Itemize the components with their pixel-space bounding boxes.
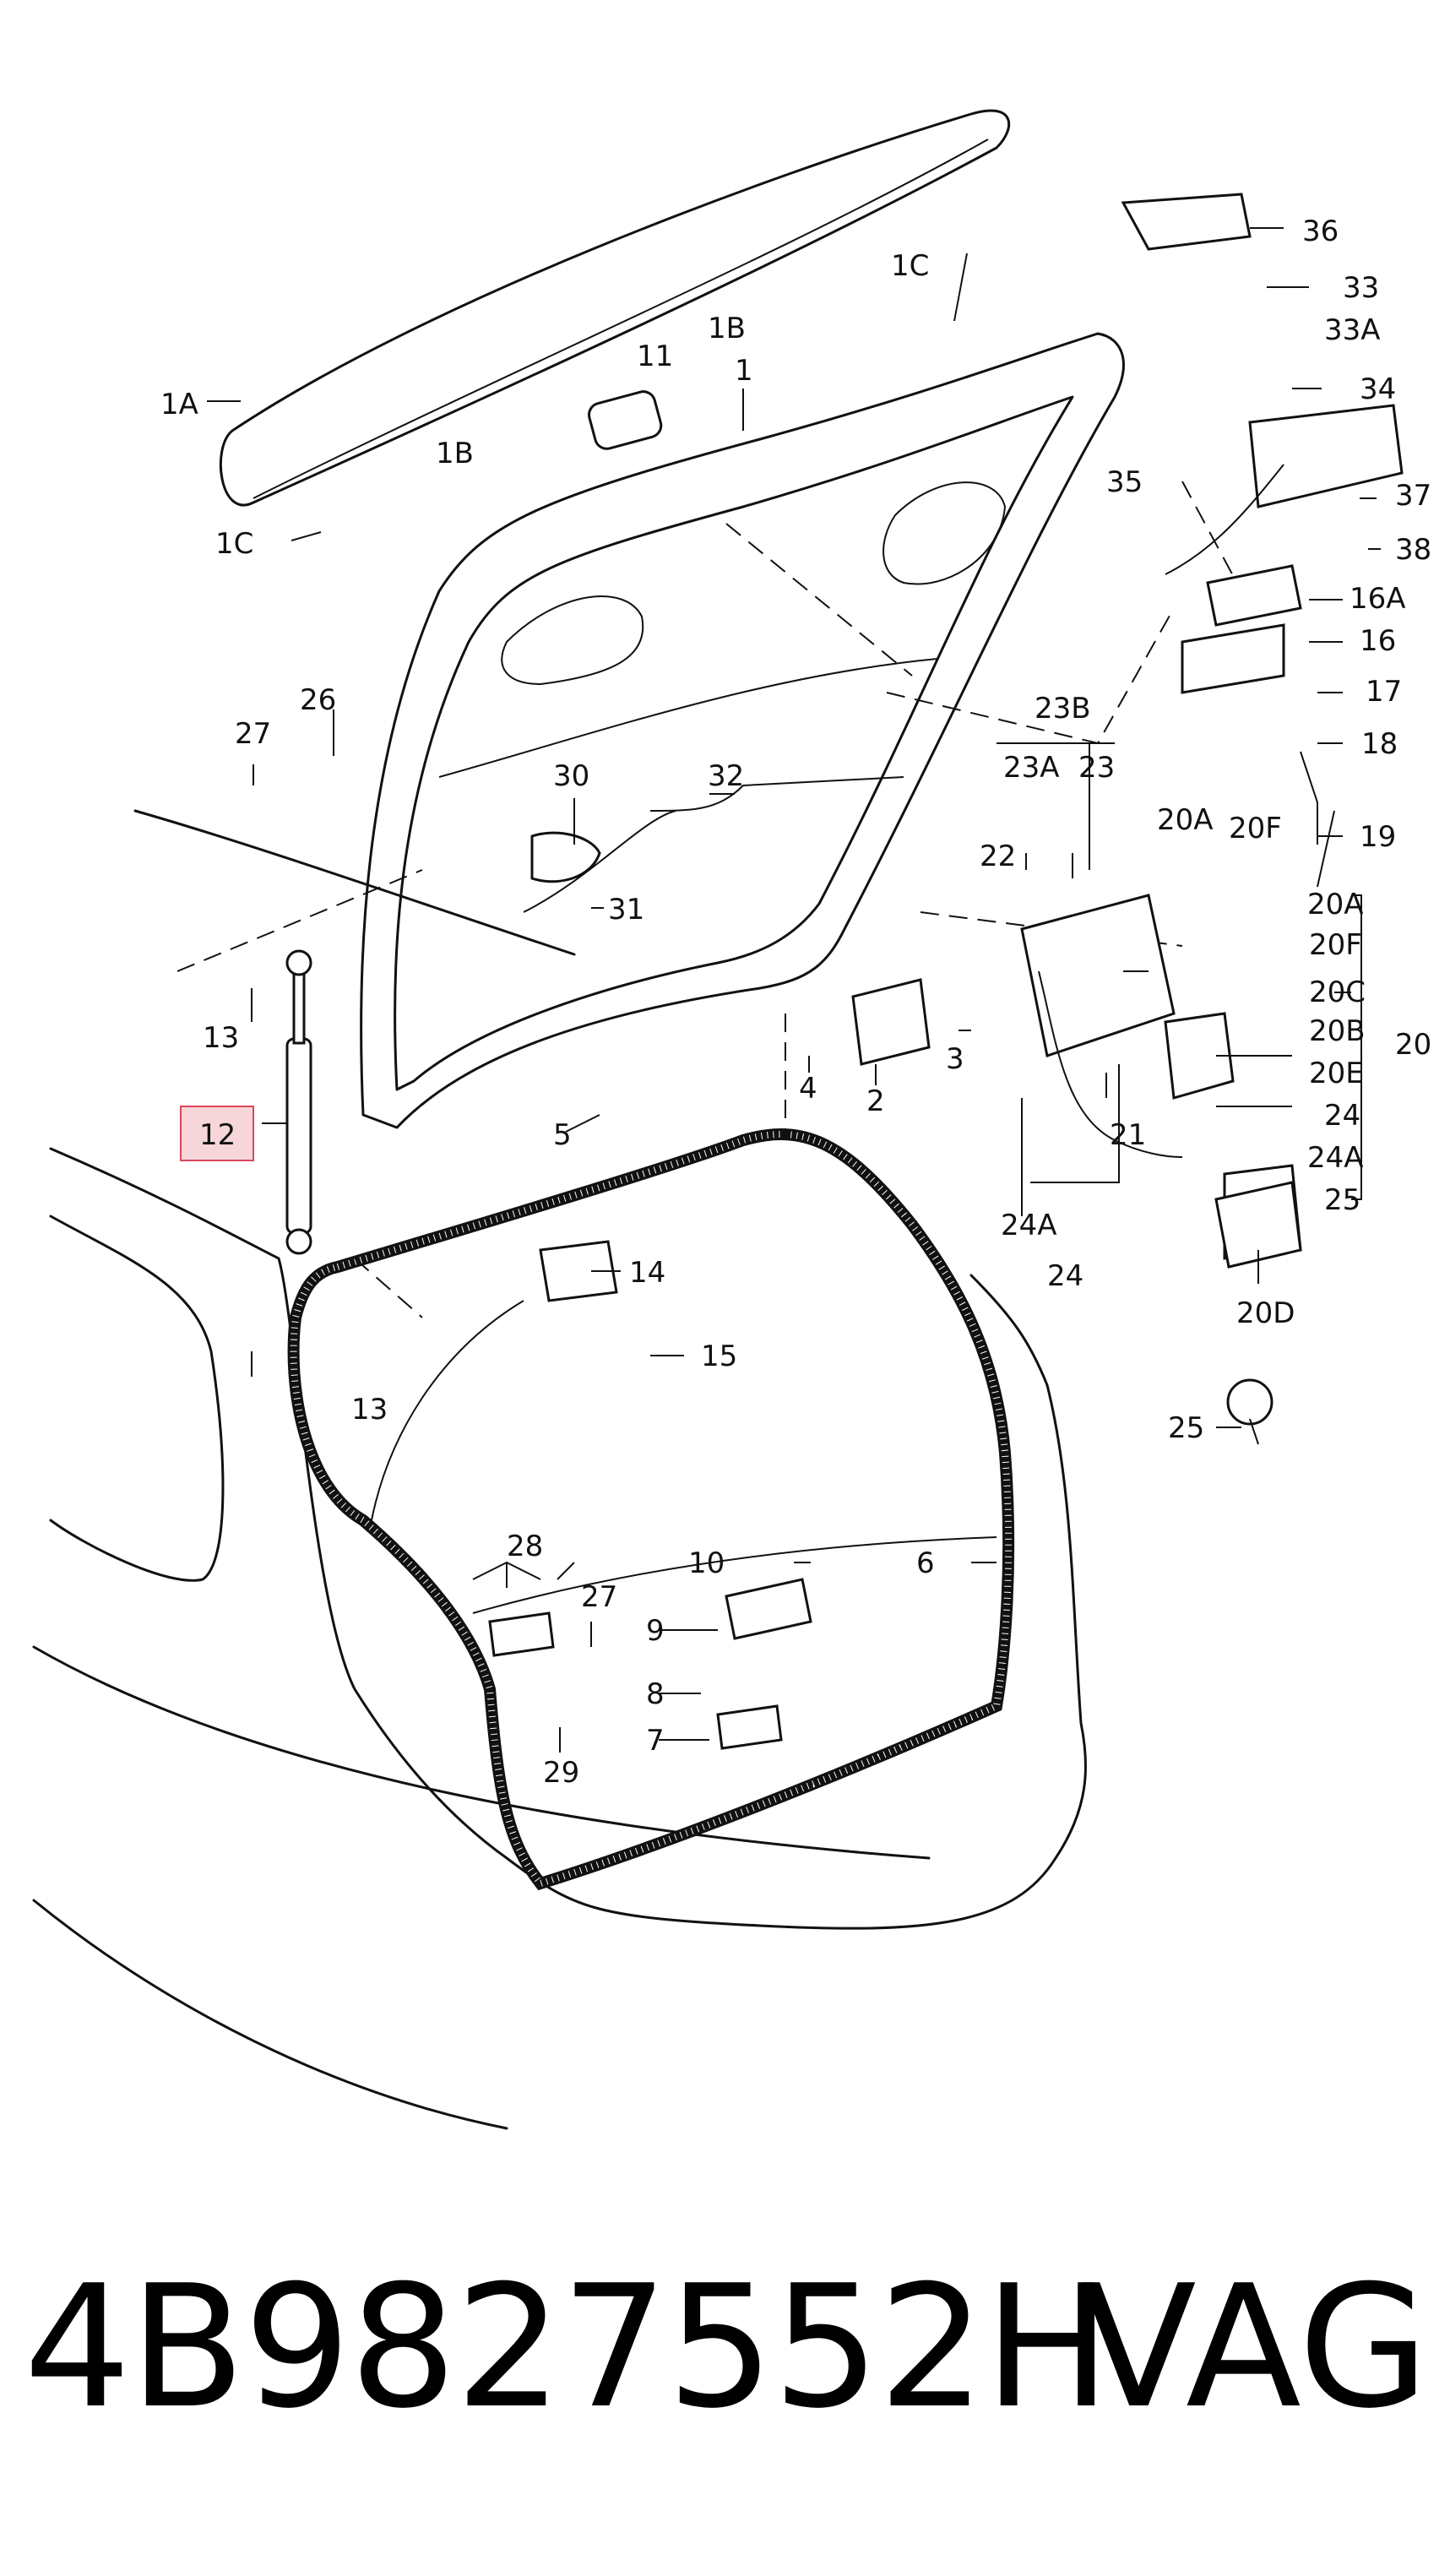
callout-12: 12 — [199, 1118, 236, 1152]
vehicle-body — [32, 809, 1088, 2130]
rear-spoiler — [219, 109, 1011, 507]
callout-38: 38 — [1395, 533, 1431, 567]
callout-1b-low: 1B — [436, 437, 474, 470]
callout-34: 34 — [1360, 372, 1396, 406]
callout-30: 30 — [553, 759, 589, 793]
callout-32: 32 — [708, 759, 744, 793]
callout-19: 19 — [1360, 820, 1396, 854]
callout-20f-l: 20F — [1229, 812, 1282, 845]
callout-4: 4 — [799, 1072, 817, 1106]
door-seal — [287, 1128, 1015, 1891]
callout-13-top: 13 — [203, 1021, 239, 1055]
callout-9: 9 — [646, 1614, 665, 1648]
callout-26: 26 — [300, 683, 336, 717]
leader-lines — [207, 227, 1381, 1753]
callout-28: 28 — [507, 1530, 543, 1563]
callout-1b-top: 1B — [708, 312, 746, 345]
callout-6: 6 — [916, 1546, 935, 1580]
callout-8: 8 — [646, 1677, 665, 1711]
callout-1: 1 — [735, 354, 753, 388]
callout-20b: 20B — [1309, 1014, 1366, 1048]
hardware-parts — [488, 193, 1404, 1750]
callout-27-top: 27 — [235, 717, 271, 751]
callout-33a: 33A — [1324, 313, 1381, 347]
callout-23a: 23A — [1003, 751, 1060, 785]
callout-21: 21 — [1110, 1118, 1146, 1152]
callout-7: 7 — [646, 1724, 665, 1758]
callout-20e: 20E — [1309, 1057, 1364, 1090]
part-number: 4B9827552H — [24, 2249, 1111, 2446]
callout-18: 18 — [1361, 727, 1398, 761]
callout-20a-l: 20A — [1157, 803, 1214, 837]
callout-33: 33 — [1343, 271, 1379, 305]
callout-3: 3 — [946, 1042, 964, 1076]
callout-labels: 1A 1 1B 1B 1C 1C 2 3 4 5 6 7 8 9 10 11 1… — [160, 215, 1431, 1790]
callout-17: 17 — [1366, 675, 1402, 709]
callout-23: 23 — [1078, 751, 1115, 785]
callout-25: 25 — [1168, 1411, 1204, 1445]
callout-31: 31 — [608, 893, 644, 927]
callout-1c-top: 1C — [891, 249, 929, 283]
callout-22: 22 — [980, 840, 1016, 873]
callout-1c-low: 1C — [215, 527, 253, 561]
callout-1a: 1A — [160, 388, 198, 421]
tailgate-panel — [360, 332, 1125, 1129]
brand-name: VAG — [1081, 2249, 1430, 2446]
callout-20: 20 — [1395, 1028, 1431, 1062]
callout-23b: 23B — [1035, 692, 1091, 726]
callout-36: 36 — [1302, 215, 1339, 248]
assembly-guide-lines — [176, 481, 1242, 1318]
callout-11: 11 — [637, 340, 673, 373]
callout-29: 29 — [543, 1756, 579, 1790]
callout-2: 2 — [866, 1084, 885, 1118]
callout-20d: 20D — [1236, 1296, 1295, 1330]
callout-24: 24 — [1047, 1259, 1083, 1293]
callout-24-r: 24 — [1324, 1099, 1360, 1133]
callout-25-r: 25 — [1324, 1183, 1360, 1217]
exploded-parts-diagram: 1A 1 1B 1B 1C 1C 2 3 4 5 6 7 8 9 10 11 1… — [32, 109, 1431, 2130]
callout-20f-r: 20F — [1309, 928, 1362, 962]
callout-16: 16 — [1360, 624, 1396, 658]
callout-24a-r: 24A — [1307, 1141, 1364, 1175]
callout-16a: 16A — [1350, 582, 1406, 616]
callout-35: 35 — [1106, 465, 1143, 499]
highlight-box-12 — [180, 1106, 254, 1161]
callout-27-low: 27 — [581, 1580, 617, 1614]
callout-15: 15 — [701, 1340, 737, 1373]
gas-strut — [285, 949, 312, 1255]
callout-14: 14 — [629, 1256, 665, 1290]
callout-24a: 24A — [1001, 1209, 1057, 1242]
callout-20c: 20C — [1309, 976, 1366, 1009]
callout-13-low: 13 — [351, 1393, 388, 1427]
callout-37: 37 — [1395, 479, 1431, 513]
footer-bar: 4B9827552H VAG — [0, 2264, 1450, 2432]
callout-10: 10 — [688, 1546, 725, 1580]
callout-5: 5 — [553, 1118, 572, 1152]
callout-20a-r: 20A — [1307, 888, 1364, 921]
